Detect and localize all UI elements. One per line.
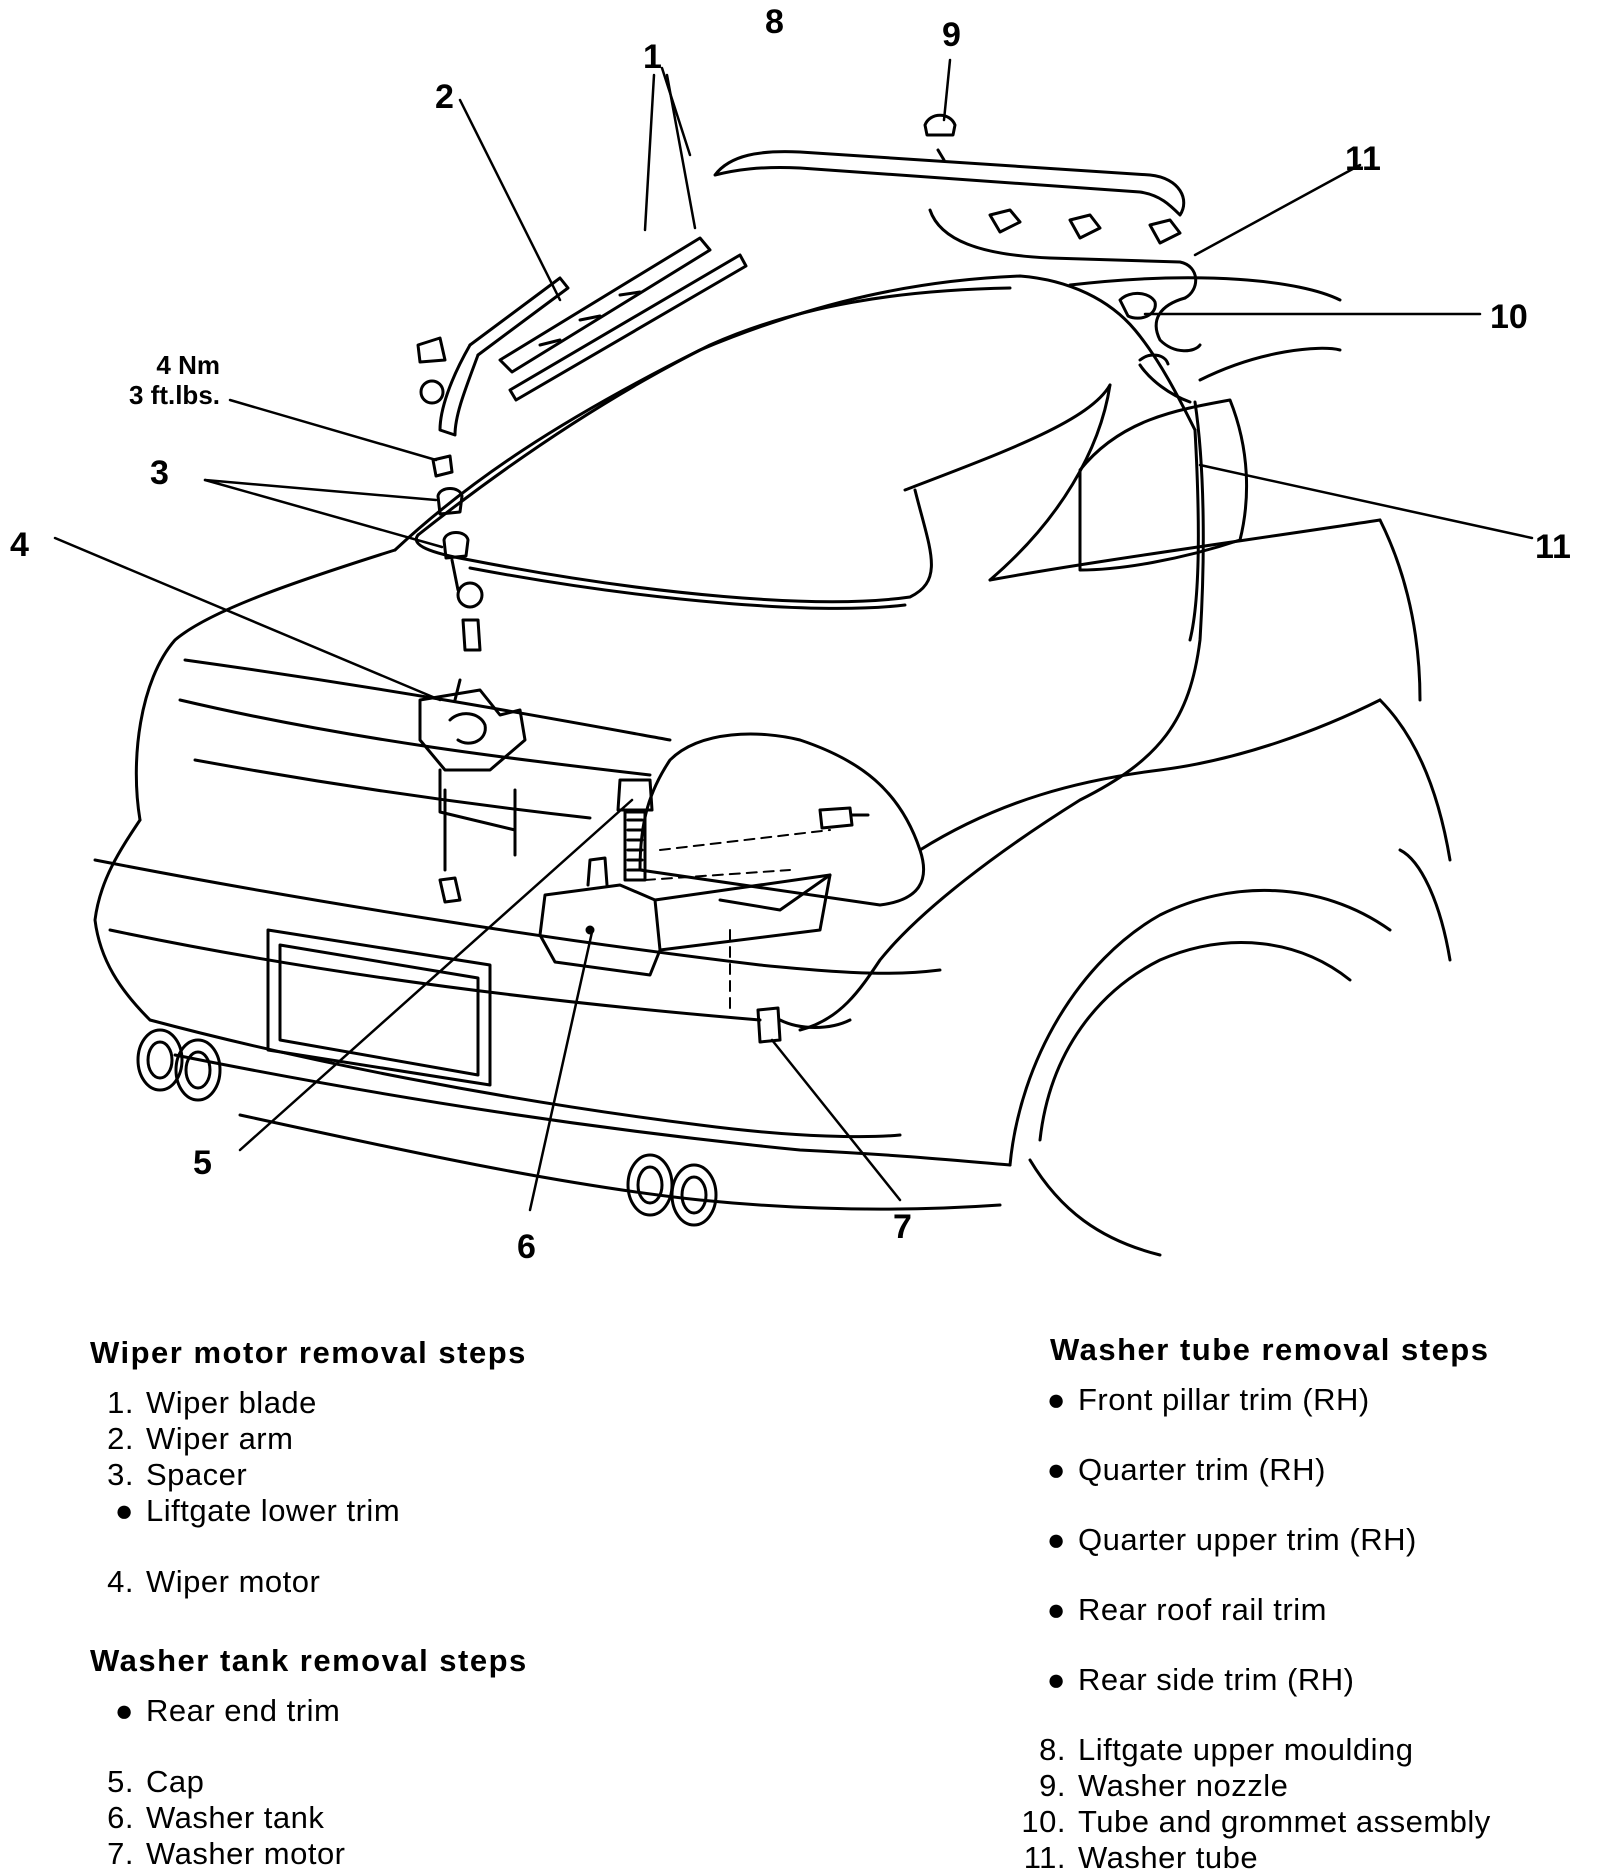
rear-wiper-washer-diagram [53, 58, 1534, 1257]
exhaust-tips [136, 1028, 718, 1227]
torque-nm: 4 Nm [156, 350, 220, 380]
callout-6: 6 [517, 1228, 536, 1266]
callout-7: 7 [893, 1208, 912, 1246]
washer-tube [798, 208, 1205, 1032]
torque-spec: 4 Nm 3 ft.lbs. [80, 350, 220, 410]
washer-tank-cap [616, 778, 654, 882]
list-item: 7.Washer motor [107, 1836, 346, 1871]
callout-3: 3 [150, 454, 169, 492]
washer-tube-steps: Washer tube removal steps ●Front pillar … [1000, 1332, 1590, 1876]
washer-tank-steps-title: Washer tank removal steps [90, 1643, 528, 1678]
car-body-outline [93, 274, 1452, 1257]
list-item: ●Quarter trim (RH) [1046, 1452, 1326, 1487]
callout-8: 8 [765, 3, 784, 41]
list-item: ●Rear end trim [114, 1693, 341, 1728]
washer-tank-steps: Washer tank removal steps ●Rear end trim… [90, 1643, 790, 1872]
wiper-blade [498, 236, 748, 402]
callout-9: 9 [942, 16, 961, 54]
callout-10: 10 [1490, 298, 1528, 336]
wiper-motor-steps: Wiper motor removal steps 1.Wiper blade … [90, 1335, 790, 1600]
assembly-guides [644, 829, 831, 1016]
list-item: 10.Tube and grommet assembly [1021, 1804, 1491, 1839]
wiper-arm [416, 276, 570, 437]
mount-bolt [818, 806, 870, 830]
list-item: 3.Spacer [107, 1457, 248, 1492]
list-item: 5.Cap [107, 1764, 205, 1799]
moulding-clips [988, 208, 1182, 245]
list-item: 1.Wiper blade [107, 1385, 317, 1420]
list-item: ●Liftgate lower trim [114, 1493, 401, 1528]
list-item: 6.Washer tank [107, 1800, 325, 1835]
list-item: ●Quarter upper trim (RH) [1046, 1522, 1417, 1557]
list-item: 4.Wiper motor [107, 1564, 321, 1599]
list-item: 9.Washer nozzle [1039, 1768, 1289, 1803]
tube-and-grommet-assembly [1118, 292, 1170, 366]
list-item: 8.Liftgate upper moulding [1039, 1732, 1414, 1767]
list-item: 2.Wiper arm [107, 1421, 294, 1456]
list-item: ●Rear roof rail trim [1046, 1592, 1327, 1627]
callout-2: 2 [435, 78, 454, 116]
spacers-and-nuts [431, 454, 484, 702]
list-item: 11.Washer tube [1023, 1840, 1259, 1875]
washer-nozzle [923, 113, 957, 162]
torque-ftlbs: 3 ft.lbs. [128, 380, 220, 410]
callout-11-right: 11 [1535, 528, 1571, 566]
callout-5: 5 [193, 1144, 212, 1182]
washer-tank [538, 856, 832, 977]
callout-1: 1 [643, 38, 662, 76]
callout-11-top: 11 [1345, 140, 1381, 178]
wiper-motor-steps-title: Wiper motor removal steps [90, 1335, 527, 1370]
list-item: ●Rear side trim (RH) [1046, 1662, 1355, 1697]
leader-lines [53, 58, 1534, 1212]
washer-motor [756, 1006, 852, 1044]
washer-tube-steps-title: Washer tube removal steps [1050, 1332, 1490, 1367]
liftgate-upper-moulding [713, 150, 1186, 217]
wiper-motor [418, 688, 527, 904]
callout-4: 4 [10, 526, 29, 564]
list-item: ●Front pillar trim (RH) [1046, 1382, 1370, 1417]
